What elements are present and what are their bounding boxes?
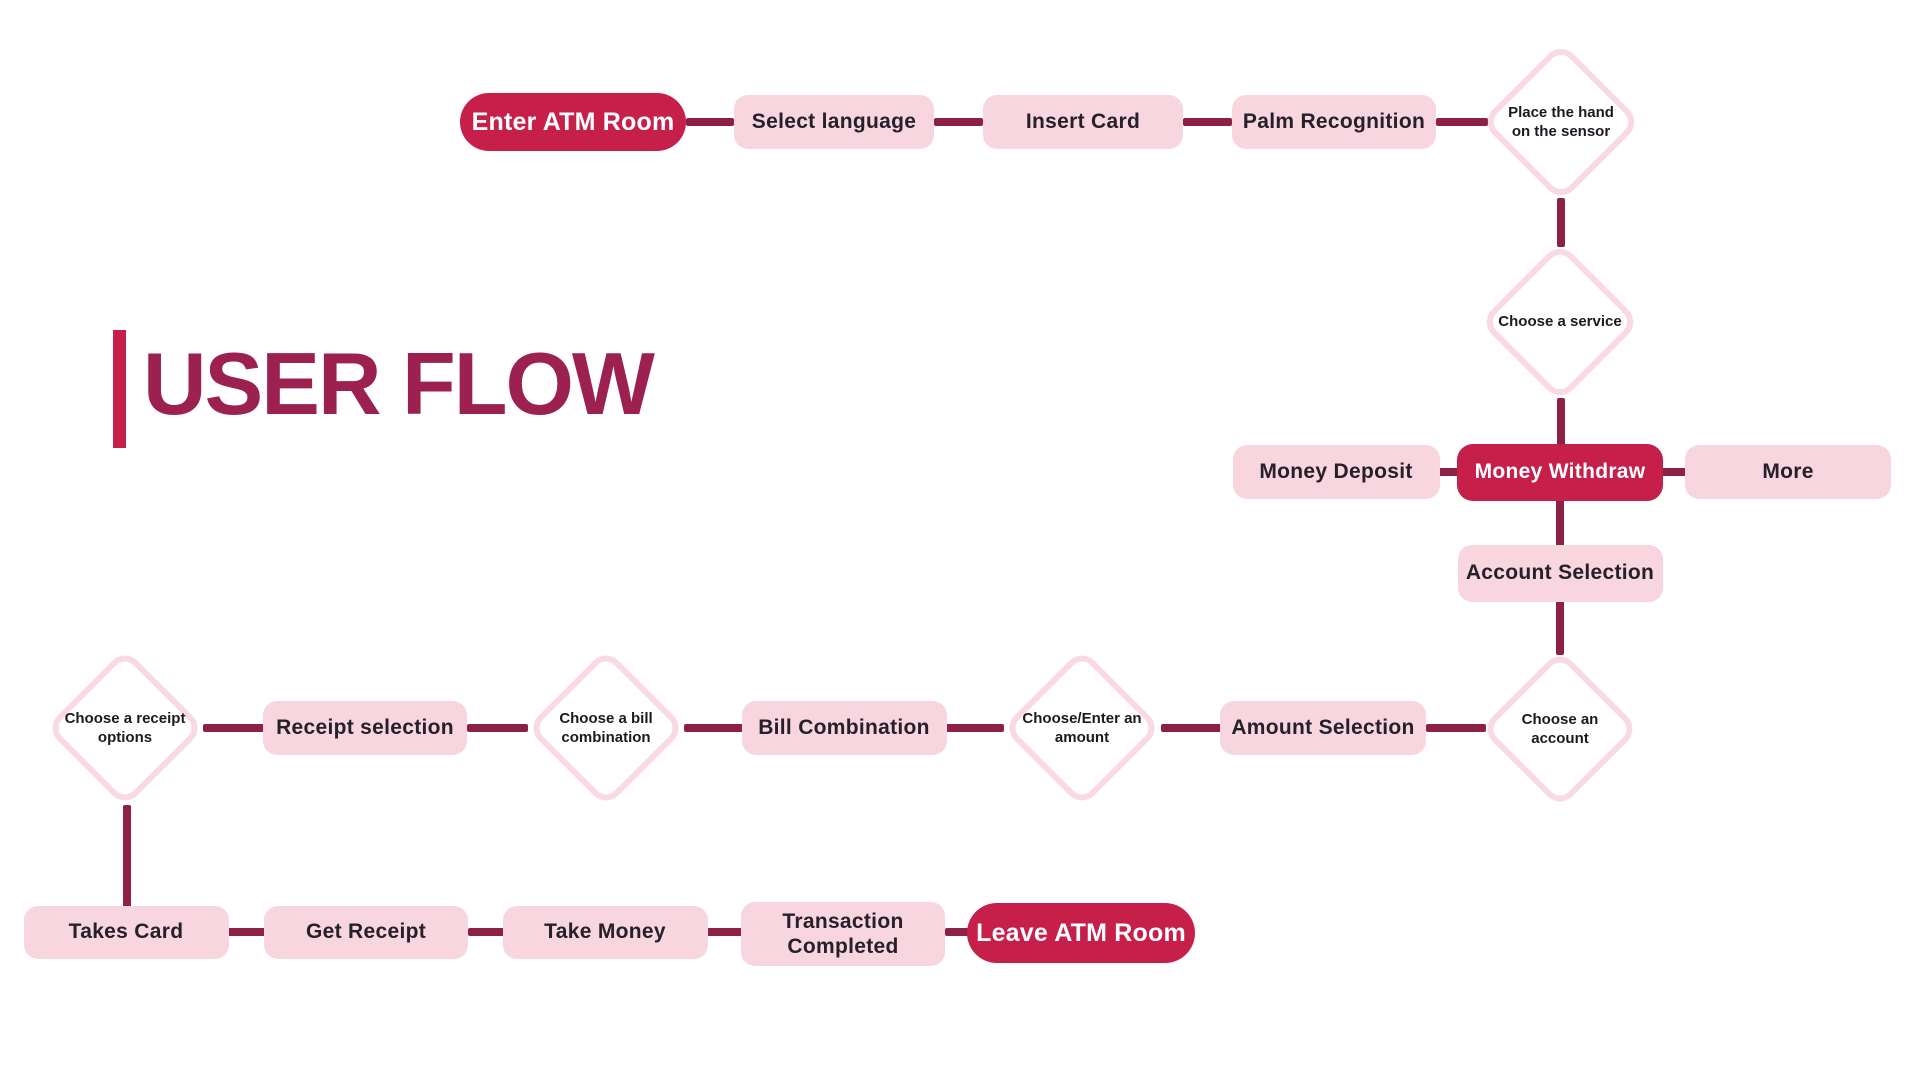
connector-takescard-to-getreceipt [228,928,266,936]
node-label: Choose a bill combination [559,709,653,747]
node-amount-selection: Amount Selection [1220,701,1426,755]
title-accent-bar [113,330,126,448]
connector-account-to-choose [1556,600,1564,655]
connector-withdraw-to-more [1661,468,1687,476]
node-label: Enter ATM Room [471,108,675,136]
node-label: Takes Card [68,920,184,944]
node-label: Insert Card [1025,110,1141,134]
node-label: Choose an account [1521,710,1599,748]
node-label: Bill Combination [758,716,930,740]
node-label: Money Deposit [1259,460,1413,484]
connector-billcombo-to-bill [684,724,743,732]
node-label: Choose/Enter an amount [1022,709,1142,747]
node-label: Receipt selection [276,716,454,740]
node-place-hand-on-sensor: Place the hand on the sensor [1480,41,1642,203]
connector-receiptopt-to-receipt [203,724,265,732]
connector-palm-to-sensor [1436,118,1488,126]
connector-service-to-withdraw [1557,398,1565,448]
node-bill-combination: Bill Combination [741,701,947,755]
node-label: Leave ATM Room [976,919,1186,947]
node-palm-recognition: Palm Recognition [1232,95,1436,149]
node-more: More [1685,445,1891,499]
connector-takemoney-to-transaction [707,928,743,936]
node-receipt-selection: Receipt selection [263,701,467,755]
node-label: Select language [751,110,917,134]
node-account-selection: Account Selection [1457,544,1663,602]
connector-withdraw-to-account [1556,498,1564,549]
connector-sensor-to-service [1557,198,1565,247]
node-choose-enter-an-amount: Choose/Enter an amount [1000,648,1164,808]
connector-language-to-card [934,118,983,126]
node-label: Get Receipt [306,920,426,944]
node-label: Amount Selection [1231,716,1415,740]
node-takes-card: Takes Card [23,905,229,959]
node-choose-a-receipt-options: Choose a receipt options [43,648,207,808]
node-get-receipt: Get Receipt [264,905,468,959]
node-take-money: Take Money [502,905,708,959]
node-label: More [1762,460,1814,484]
connector-bill-to-enteramount [946,724,1004,732]
node-label: Money Withdraw [1474,460,1646,484]
connector-choose-to-amount [1426,724,1486,732]
node-label: Choose a service [1498,313,1622,331]
connector-transaction-to-leave [945,928,970,936]
node-label: Take Money [544,920,666,944]
page-title: USER FLOW [143,334,655,433]
node-leave-atm-room: Leave ATM Room [967,903,1195,963]
node-insert-card: Insert Card [983,95,1183,149]
node-label: Place the hand on the sensor [1508,103,1614,141]
node-choose-a-service: Choose a service [1479,241,1641,403]
connector-receiptopt-to-takescard [123,805,131,908]
node-select-language: Select language [734,95,934,149]
node-enter-atm-room: Enter ATM Room [460,93,686,151]
node-money-withdraw: Money Withdraw [1457,443,1663,501]
node-choose-an-account: Choose an account [1480,649,1640,809]
connector-deposit-to-withdraw [1437,468,1461,476]
connector-enteramount-to-amount [1161,724,1222,732]
node-label: Transaction Completed [782,909,904,958]
connector-enter-to-language [686,118,734,126]
connector-getreceipt-to-takemoney [468,928,504,936]
node-money-deposit: Money Deposit [1232,445,1440,499]
connector-receipt-to-billcombo [467,724,528,732]
node-label: Choose a receipt options [64,709,186,747]
node-label: Account Selection [1465,561,1655,585]
node-label: Palm Recognition [1242,110,1426,134]
node-transaction-completed: Transaction Completed [741,902,945,966]
connector-card-to-palm [1183,118,1232,126]
node-choose-a-bill-combination: Choose a bill combination [525,648,687,808]
